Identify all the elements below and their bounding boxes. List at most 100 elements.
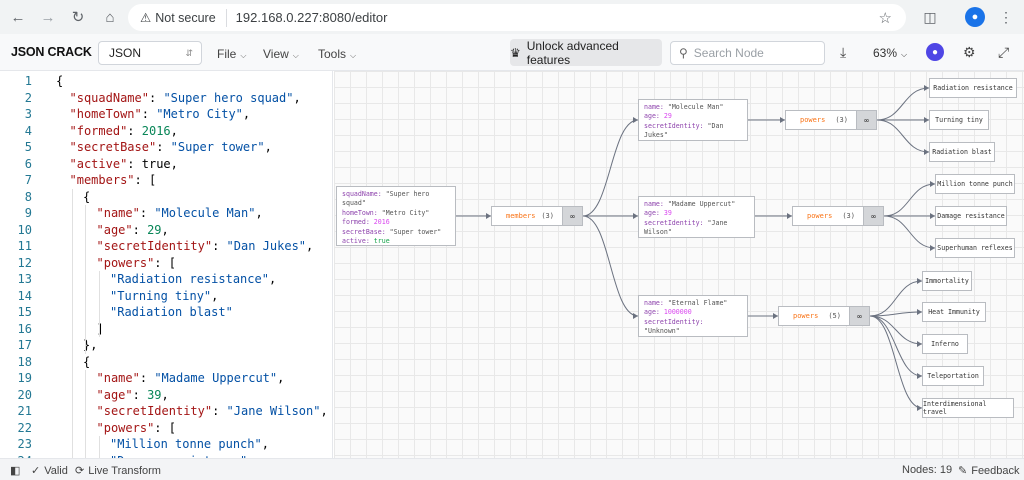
- code-token: ,: [170, 123, 178, 138]
- more-menu-icon[interactable]: ⋮: [999, 8, 1013, 25]
- collapse-link-icon[interactable]: ∞: [849, 307, 869, 325]
- reload-icon[interactable]: ↻: [71, 9, 85, 26]
- graph-edge: [876, 87, 930, 121]
- powers-array-node-1[interactable]: powers(3)∞: [785, 110, 877, 130]
- code-line[interactable]: 7"members": [: [0, 172, 332, 189]
- node-value: "Super tower": [389, 227, 442, 236]
- panel-toggle-icon[interactable]: ◧: [10, 465, 21, 477]
- collapse-link-icon[interactable]: ∞: [863, 207, 883, 225]
- code-line[interactable]: 19"name": "Madame Uppercut",: [0, 370, 332, 387]
- code-token: },: [83, 338, 98, 352]
- bookmark-star-icon[interactable]: ☆: [878, 9, 892, 27]
- leaf-node[interactable]: Teleportation: [922, 366, 984, 386]
- back-icon[interactable]: ←: [10, 8, 26, 26]
- collapse-link-icon[interactable]: ∞: [856, 111, 876, 129]
- code-token: :: [132, 387, 148, 402]
- leaf-node[interactable]: Turning tiny: [929, 110, 989, 130]
- extensions-icon[interactable]: ◫: [923, 8, 937, 25]
- settings-gear-icon[interactable]: ⚙: [963, 44, 976, 60]
- leaf-node[interactable]: Heat Immunity: [922, 302, 986, 322]
- leaf-node[interactable]: Inferno: [922, 334, 968, 354]
- format-select[interactable]: JSON ⇵: [98, 41, 202, 65]
- code-token: "Madame Uppercut": [154, 371, 278, 385]
- leaf-node[interactable]: Radiation blast: [929, 142, 995, 162]
- zoom-dropdown[interactable]: 63%⌵: [873, 46, 907, 60]
- members-array-node[interactable]: members(3)∞: [491, 206, 583, 226]
- code-line[interactable]: 10"age": 29,: [0, 222, 332, 239]
- line-number: 8: [24, 189, 32, 204]
- valid-label: Valid: [44, 464, 68, 477]
- leaf-node[interactable]: Damage resistance: [935, 206, 1007, 226]
- line-number: 14: [17, 288, 32, 303]
- menu-view[interactable]: View⌵: [263, 47, 299, 61]
- code-line[interactable]: 20"age": 39,: [0, 387, 332, 404]
- array-count: (5): [828, 312, 841, 320]
- code-line[interactable]: 21"secretIdentity": "Jane Wilson",: [0, 403, 332, 420]
- app-logo[interactable]: JSON CRACK: [11, 45, 92, 59]
- unlock-features-button[interactable]: ♛ Unlock advanced features: [510, 39, 662, 67]
- leaf-node[interactable]: Superhuman reflexes: [935, 238, 1015, 258]
- code-text: "name": "Madame Uppercut",: [97, 370, 285, 387]
- leaf-node[interactable]: Immortality: [922, 271, 972, 291]
- node-key: name: [644, 200, 660, 208]
- code-line[interactable]: 8{: [0, 189, 332, 206]
- code-line[interactable]: 22"powers": [: [0, 420, 332, 437]
- address-bar[interactable]: ⚠ Not secure 192.168.0.227:8080/editor ☆: [128, 4, 906, 31]
- graph-canvas[interactable]: squadName: "Super hero squad"homeTown: "…: [334, 71, 1024, 458]
- node-value: "Molecule Man": [667, 103, 724, 111]
- code-line[interactable]: 1{: [0, 73, 332, 90]
- code-line[interactable]: 14"Turning tiny",: [0, 288, 332, 305]
- powers-array-node-2[interactable]: powers(3)∞: [792, 206, 884, 226]
- graph-edge: [869, 315, 923, 345]
- code-line[interactable]: 4"formed": 2016,: [0, 123, 332, 140]
- live-transform-toggle[interactable]: ⟳Live Transform: [75, 464, 161, 478]
- url-text[interactable]: 192.168.0.227:8080/editor: [235, 10, 388, 25]
- code-line[interactable]: 12"powers": [: [0, 255, 332, 272]
- powers-array-node-3[interactable]: powers(5)∞: [778, 306, 870, 326]
- download-icon[interactable]: ⤓: [840, 44, 847, 60]
- code-line[interactable]: 23"Million tonne punch",: [0, 436, 332, 453]
- forward-icon[interactable]: →: [40, 8, 56, 26]
- code-line[interactable]: 6"active": true,: [0, 156, 332, 173]
- code-line[interactable]: 15"Radiation blast": [0, 304, 332, 321]
- fullscreen-icon[interactable]: ⤢: [998, 44, 1010, 60]
- code-line[interactable]: 11"secretIdentity": "Dan Jukes",: [0, 238, 332, 255]
- code-editor[interactable]: 1{2"squadName": "Super hero squad",3"hom…: [0, 71, 333, 458]
- code-token: ]: [96, 321, 104, 336]
- line-number: 22: [17, 420, 32, 435]
- menu-tools-label: Tools: [318, 47, 347, 61]
- security-indicator[interactable]: ⚠ Not secure: [128, 8, 227, 27]
- code-line[interactable]: 5"secretBase": "Super tower",: [0, 139, 332, 156]
- menu-tools[interactable]: Tools⌵: [318, 47, 356, 61]
- code-line[interactable]: 24"Damage resistance",: [0, 453, 332, 459]
- home-icon[interactable]: ⌂: [105, 8, 115, 26]
- line-number: 1: [24, 74, 32, 88]
- root-node[interactable]: squadName: "Super hero squad"homeTown: "…: [336, 186, 456, 246]
- collapse-link-icon[interactable]: ∞: [562, 207, 582, 225]
- profile-button[interactable]: ●: [961, 3, 989, 31]
- code-line[interactable]: 18{: [0, 354, 332, 371]
- code-text: {: [56, 73, 63, 90]
- feedback-link[interactable]: ✎Feedback: [958, 464, 1020, 478]
- code-line[interactable]: 2"squadName": "Super hero squad",: [0, 90, 332, 107]
- code-line[interactable]: 9"name": "Molecule Man",: [0, 205, 332, 222]
- code-token: "secretBase": [69, 140, 157, 154]
- menu-file[interactable]: File⌵: [217, 47, 246, 61]
- code-line[interactable]: 13"Radiation resistance",: [0, 271, 332, 288]
- search-node-input[interactable]: ⚲ Search Node: [670, 41, 825, 65]
- code-token: ,: [170, 156, 178, 171]
- code-token: {: [83, 189, 91, 204]
- code-line[interactable]: 16]: [0, 321, 332, 338]
- code-token: ,: [261, 437, 269, 451]
- code-line[interactable]: 3"homeTown": "Metro City",: [0, 106, 332, 123]
- leaf-node[interactable]: Million tonne punch: [935, 174, 1015, 194]
- code-token: :: [156, 140, 171, 154]
- edge-arrowhead: [930, 245, 935, 251]
- leaf-node[interactable]: Interdimensional travel: [922, 398, 1014, 418]
- account-icon[interactable]: ●: [926, 43, 944, 61]
- code-line[interactable]: 17},: [0, 337, 332, 354]
- leaf-node[interactable]: Radiation resistance: [929, 78, 1017, 98]
